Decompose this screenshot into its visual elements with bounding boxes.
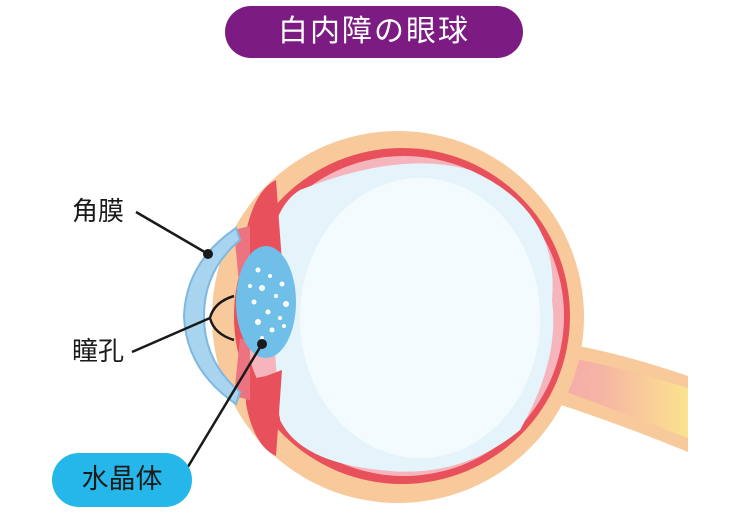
cornea-shape bbox=[182, 226, 242, 406]
label-cornea: 角膜 bbox=[72, 197, 125, 227]
pupil-bracket bbox=[208, 294, 235, 342]
cornea-leader-line bbox=[135, 210, 209, 256]
ciliary-body-upper bbox=[246, 180, 282, 262]
cataract-spots bbox=[248, 267, 289, 340]
page-title: 白内障の眼球 bbox=[225, 6, 523, 58]
vitreous-highlight bbox=[300, 178, 540, 458]
lens-shape bbox=[236, 246, 296, 358]
label-pupil: 瞳孔 bbox=[72, 337, 125, 367]
label-lens: 水晶体 bbox=[52, 453, 192, 507]
cornea-leader-dot bbox=[203, 249, 213, 259]
lens-leader-line bbox=[184, 343, 264, 471]
ciliary-body-lower bbox=[246, 370, 282, 456]
lens-leader-dot bbox=[257, 339, 267, 349]
pupil-leader-line bbox=[131, 316, 211, 354]
